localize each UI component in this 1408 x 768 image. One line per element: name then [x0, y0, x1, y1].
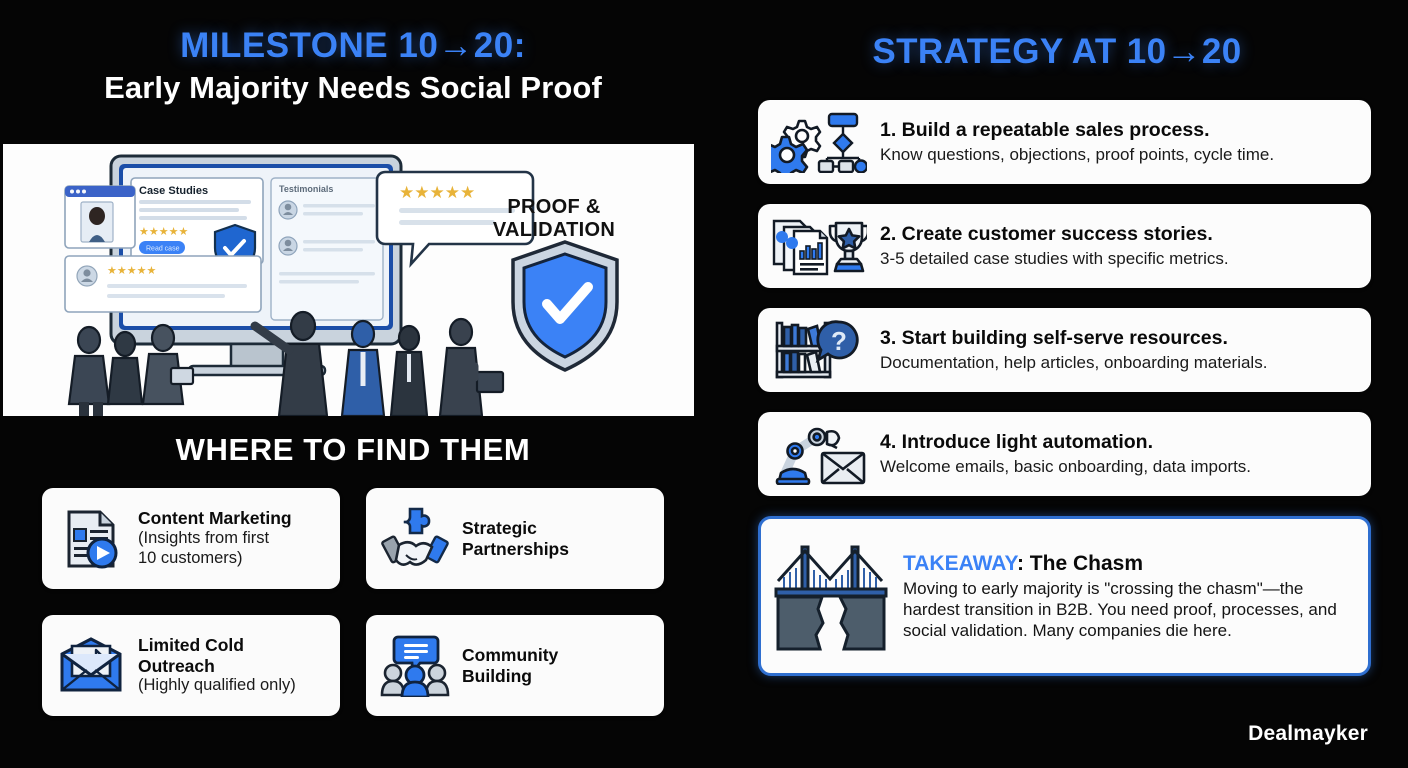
screen-profile-card	[64, 185, 136, 249]
strategy-card-2[interactable]: 2. Create customer success stories. 3-5 …	[758, 204, 1371, 288]
where-card-title: Content Marketing	[138, 508, 292, 529]
illustration-scene: Case Studies ★★★★★ Read case	[3, 144, 694, 416]
where-card-content-marketing[interactable]: Content Marketing (Insights from first 1…	[42, 488, 340, 589]
where-card-title-1: Limited Cold	[138, 634, 244, 655]
where-card-text: Limited Cold Outreach (Highly qualified …	[138, 635, 330, 696]
left-title-block: MILESTONE 10→20: Early Majority Needs So…	[0, 0, 706, 105]
strategy-card-3[interactable]: ? 3. Start building self-serve resources…	[758, 308, 1371, 392]
strategy-card-desc: 3-5 detailed case studies with specific …	[880, 248, 1229, 268]
brand-logo: Dealmayker	[1248, 722, 1368, 745]
svg-text:★★★★★: ★★★★★	[399, 183, 475, 203]
strategy-card-body: 1. Build a repeatable sales process. Kno…	[880, 119, 1355, 165]
bookshelf-question-icon: ?	[770, 315, 868, 385]
testimonial-speech-bubble: ★★★★★	[375, 170, 535, 268]
where-card-title-1: Community	[462, 644, 559, 665]
strategy-card-title: 3. Start building self-serve resources.	[880, 327, 1228, 350]
proof-validation-label: PROOF & VALIDATION	[492, 196, 616, 241]
where-card-title-1: Strategic	[462, 517, 537, 538]
svg-text:?: ?	[831, 326, 847, 356]
page-title: MILESTONE 10→20:	[180, 26, 526, 65]
where-card-text: Content Marketing (Insights from first 1…	[138, 508, 330, 568]
where-card-text: Strategic Partnerships	[462, 518, 654, 559]
svg-text:Case Studies: Case Studies	[139, 185, 208, 197]
svg-text:★★★★★: ★★★★★	[107, 264, 156, 277]
svg-text:Read case: Read case	[146, 246, 180, 253]
takeaway-heading: TAKEAWAY: The Chasm	[903, 551, 1354, 576]
where-card-note-1: (Highly qualified only)	[138, 676, 296, 695]
illustration-panel: Case Studies ★★★★★ Read case	[3, 144, 694, 416]
takeaway-card[interactable]: TAKEAWAY: The Chasm Moving to early majo…	[758, 516, 1371, 676]
screen-testimonials-panel: Testimonials	[270, 177, 384, 321]
envelope-share-icon	[54, 629, 128, 703]
strategy-card-body: 4. Introduce light automation. Welcome e…	[880, 431, 1355, 477]
strategy-card-desc: Welcome emails, basic onboarding, data i…	[880, 456, 1252, 476]
strategy-card-body: 3. Start building self-serve resources. …	[880, 327, 1355, 373]
where-to-find-grid: Content Marketing (Insights from first 1…	[42, 488, 664, 716]
takeaway-heading-rest: : The Chasm	[1016, 551, 1143, 575]
svg-text:★★★★★: ★★★★★	[139, 225, 188, 238]
where-to-find-heading: WHERE TO FIND THEM	[175, 432, 531, 467]
strategy-card-body: 2. Create customer success stories. 3-5 …	[880, 223, 1355, 269]
takeaway-text: Moving to early majority is "crossing th…	[903, 578, 1337, 641]
robot-arm-envelope-icon	[770, 419, 868, 489]
strategy-card-desc: Documentation, help articles, onboarding…	[880, 352, 1268, 372]
community-people-icon	[378, 629, 452, 703]
strategy-title: STRATEGY AT 10→20	[872, 32, 1242, 71]
where-card-note-2: 10 customers)	[138, 548, 243, 567]
page-subtitle: Early Majority Needs Social Proof	[104, 69, 602, 105]
svg-text:Testimonials: Testimonials	[279, 184, 333, 194]
right-column: STRATEGY AT 10→20	[706, 0, 1408, 768]
where-card-strategic-partnerships[interactable]: Strategic Partnerships	[366, 488, 664, 589]
where-card-note-1: (Insights from first	[138, 529, 270, 548]
takeaway-label: TAKEAWAY	[903, 551, 1017, 575]
where-card-title-2: Outreach	[138, 655, 215, 676]
strategy-card-title: 2. Create customer success stories.	[880, 223, 1213, 246]
where-card-title-2: Building	[462, 665, 532, 686]
takeaway-body: TAKEAWAY: The Chasm Moving to early majo…	[903, 551, 1354, 642]
where-card-community-building[interactable]: Community Building	[366, 615, 664, 716]
strategy-card-desc: Know questions, objections, proof points…	[880, 144, 1275, 164]
strategy-card-title: 1. Build a repeatable sales process.	[880, 119, 1210, 142]
where-card-text: Community Building	[462, 645, 654, 686]
left-column: MILESTONE 10→20: Early Majority Needs So…	[0, 0, 706, 716]
where-card-limited-cold-outreach[interactable]: Limited Cold Outreach (Highly qualified …	[42, 615, 340, 716]
strategy-card-4[interactable]: 4. Introduce light automation. Welcome e…	[758, 412, 1371, 496]
screen-case-studies-panel: Case Studies ★★★★★ Read case	[130, 177, 264, 274]
bridge-chasm-icon	[771, 536, 891, 656]
people-group	[67, 310, 505, 416]
gears-flowchart-icon	[770, 107, 868, 177]
documents-trophy-icon	[770, 211, 868, 281]
strategy-card-title: 4. Introduce light automation.	[880, 431, 1153, 454]
screen-review-row: ★★★★★	[64, 255, 262, 313]
shield-check-icon	[511, 240, 619, 372]
handshake-puzzle-icon	[378, 502, 452, 576]
strategy-card-1[interactable]: 1. Build a repeatable sales process. Kno…	[758, 100, 1371, 184]
strategy-list: 1. Build a repeatable sales process. Kno…	[758, 100, 1371, 676]
document-play-icon	[54, 502, 128, 576]
where-card-title-2: Partnerships	[462, 538, 569, 559]
